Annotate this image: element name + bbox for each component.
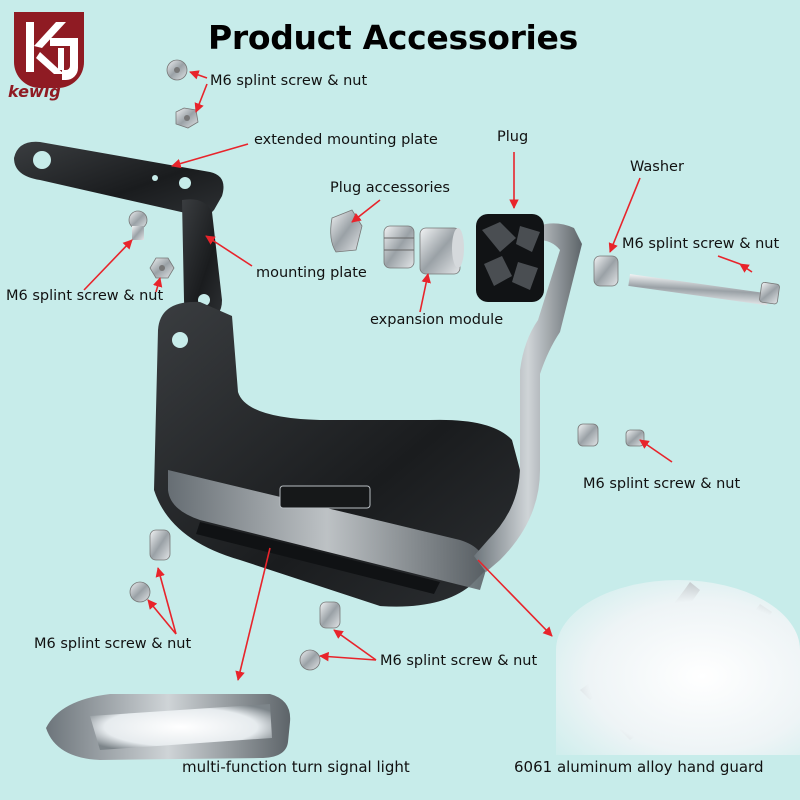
label-m6-left: M6 splint screw & nut [6, 288, 164, 304]
kewig-logo-icon [14, 12, 84, 88]
label-washer: Washer [630, 159, 684, 175]
label-m6-right: M6 splint screw & nut [622, 236, 780, 252]
nut-icon [149, 257, 175, 279]
screw-icon [128, 210, 148, 240]
hand-guard-arm-icon [474, 223, 582, 572]
screw-icon [129, 529, 171, 603]
logo-wordmark: kewig [8, 82, 61, 101]
label-m6-mid-right: M6 splint screw & nut [583, 476, 741, 492]
hand-guard-highlight [556, 580, 800, 755]
screw-icon [299, 601, 341, 671]
label-expansion-module: expansion module [370, 312, 504, 328]
extended-mounting-plate-icon [14, 141, 224, 217]
label-extended-mounting-plate: extended mounting plate [254, 132, 438, 148]
hand-guard-body-icon [154, 301, 522, 607]
label-hand-guard: 6061 aluminum alloy hand guard [514, 758, 764, 776]
turn-signal-icon [46, 694, 291, 760]
bolt-icon [628, 274, 780, 306]
label-plug: Plug [497, 129, 529, 145]
plug-accessory-icon [330, 209, 363, 253]
expansion-module-icon [383, 225, 464, 275]
plug-icon [476, 214, 544, 302]
page-title: Product Accessories [208, 18, 578, 57]
label-plug-accessories: Plug accessories [330, 180, 450, 196]
mounting-plate-icon [182, 199, 222, 320]
label-turn-signal-light: multi-function turn signal light [182, 758, 410, 776]
nut-icon [175, 107, 199, 129]
callout-arrows [83, 70, 753, 681]
label-m6-bottom-left: M6 splint screw & nut [34, 636, 192, 652]
label-m6-top: M6 splint screw & nut [210, 73, 368, 89]
label-mounting-plate: mounting plate [256, 265, 367, 281]
label-m6-bottom-center: M6 splint screw & nut [380, 653, 538, 669]
washer-icon [593, 255, 619, 287]
screw-icon [577, 423, 645, 447]
screw-icon [166, 59, 188, 81]
